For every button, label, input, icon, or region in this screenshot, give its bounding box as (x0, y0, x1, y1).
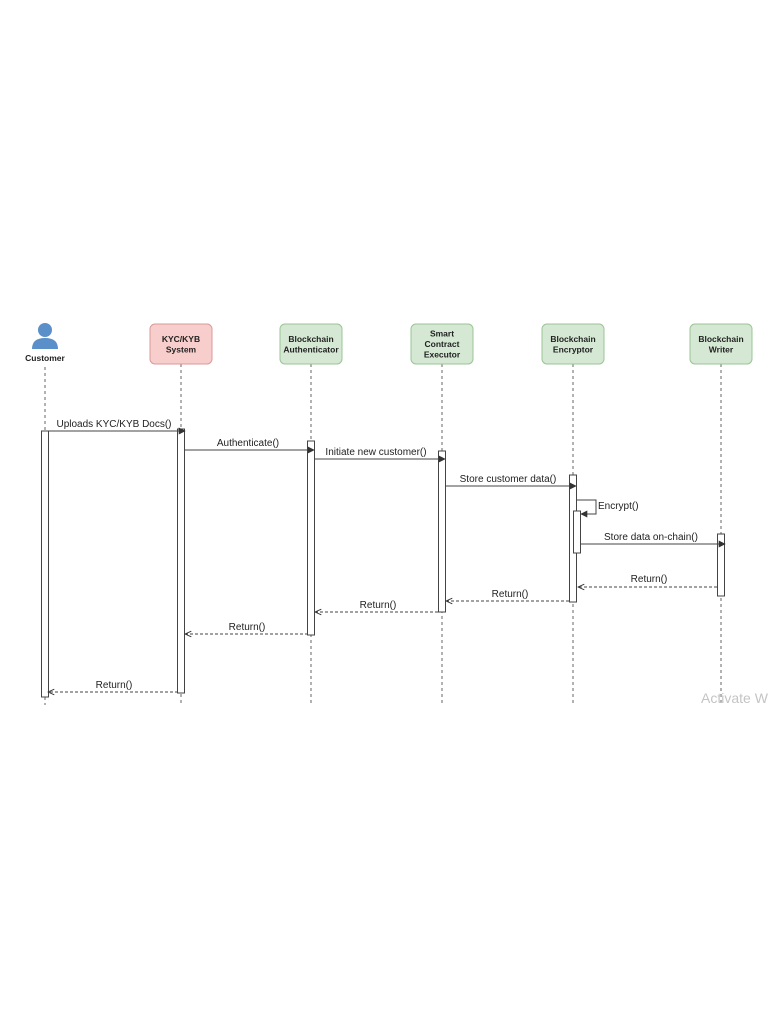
activation-bar (307, 440, 315, 636)
message-label: Initiate new customer() (325, 447, 426, 458)
message-label: Return() (96, 680, 133, 691)
message-label: Authenticate() (217, 438, 279, 449)
message-return-auth: Return() (185, 622, 308, 634)
participant-label-line: Blockchain (288, 334, 333, 344)
message-return-enc: Return() (446, 589, 569, 601)
participant-label-line: System (166, 344, 197, 354)
message-label: Uploads KYC/KYB Docs() (56, 419, 171, 430)
message-return-kyc: Return() (48, 680, 178, 692)
message-uploads: Uploads KYC/KYB Docs() (48, 419, 186, 435)
activation-bar (573, 510, 581, 554)
message-return-exec: Return() (315, 600, 438, 612)
participant-label-line: KYC/KYB (162, 334, 200, 344)
participant-customer: Customer (25, 323, 66, 363)
participant-label: Customer (25, 353, 65, 363)
message-store-chain: Store data on-chain() (580, 532, 726, 548)
message-label: Store customer data() (460, 474, 557, 485)
message-label: Return() (492, 589, 529, 600)
message-label: Return() (229, 622, 266, 633)
participant-box (541, 323, 605, 365)
participant-label-line: Authenticator (283, 344, 339, 354)
message-label: Store data on-chain() (604, 532, 698, 543)
participant-box (410, 323, 474, 365)
participant-label-line: Blockchain (550, 334, 595, 344)
participant-label-line: Writer (709, 344, 734, 354)
participant-label-line: Blockchain (698, 334, 743, 344)
participant-box (149, 323, 213, 365)
participant-label-line: Executor (424, 350, 461, 360)
participant-label-line: Contract (425, 339, 460, 349)
message-return-writer: Return() (578, 574, 717, 587)
activation-bar (177, 428, 185, 694)
message-encrypt: Encrypt() (577, 499, 639, 518)
message-store: Store customer data() (445, 474, 577, 490)
activation-bar (41, 430, 49, 698)
participant-label-line: Encryptor (553, 344, 594, 354)
message-label: Return() (631, 574, 668, 585)
message-label: Return() (360, 600, 397, 611)
activation-bar (438, 450, 446, 613)
message-label: Encrypt() (598, 501, 639, 512)
participant-label-line: Smart (430, 329, 454, 339)
activation-bar (717, 533, 725, 597)
person-body-icon (32, 338, 58, 349)
message-arrow (577, 499, 597, 518)
watermark-text: Activate W (701, 690, 768, 706)
person-icon (38, 323, 52, 337)
participant-box (689, 323, 753, 365)
message-initiate: Initiate new customer() (315, 447, 446, 463)
message-authenticate: Authenticate() (185, 438, 315, 454)
participant-box (279, 323, 343, 365)
